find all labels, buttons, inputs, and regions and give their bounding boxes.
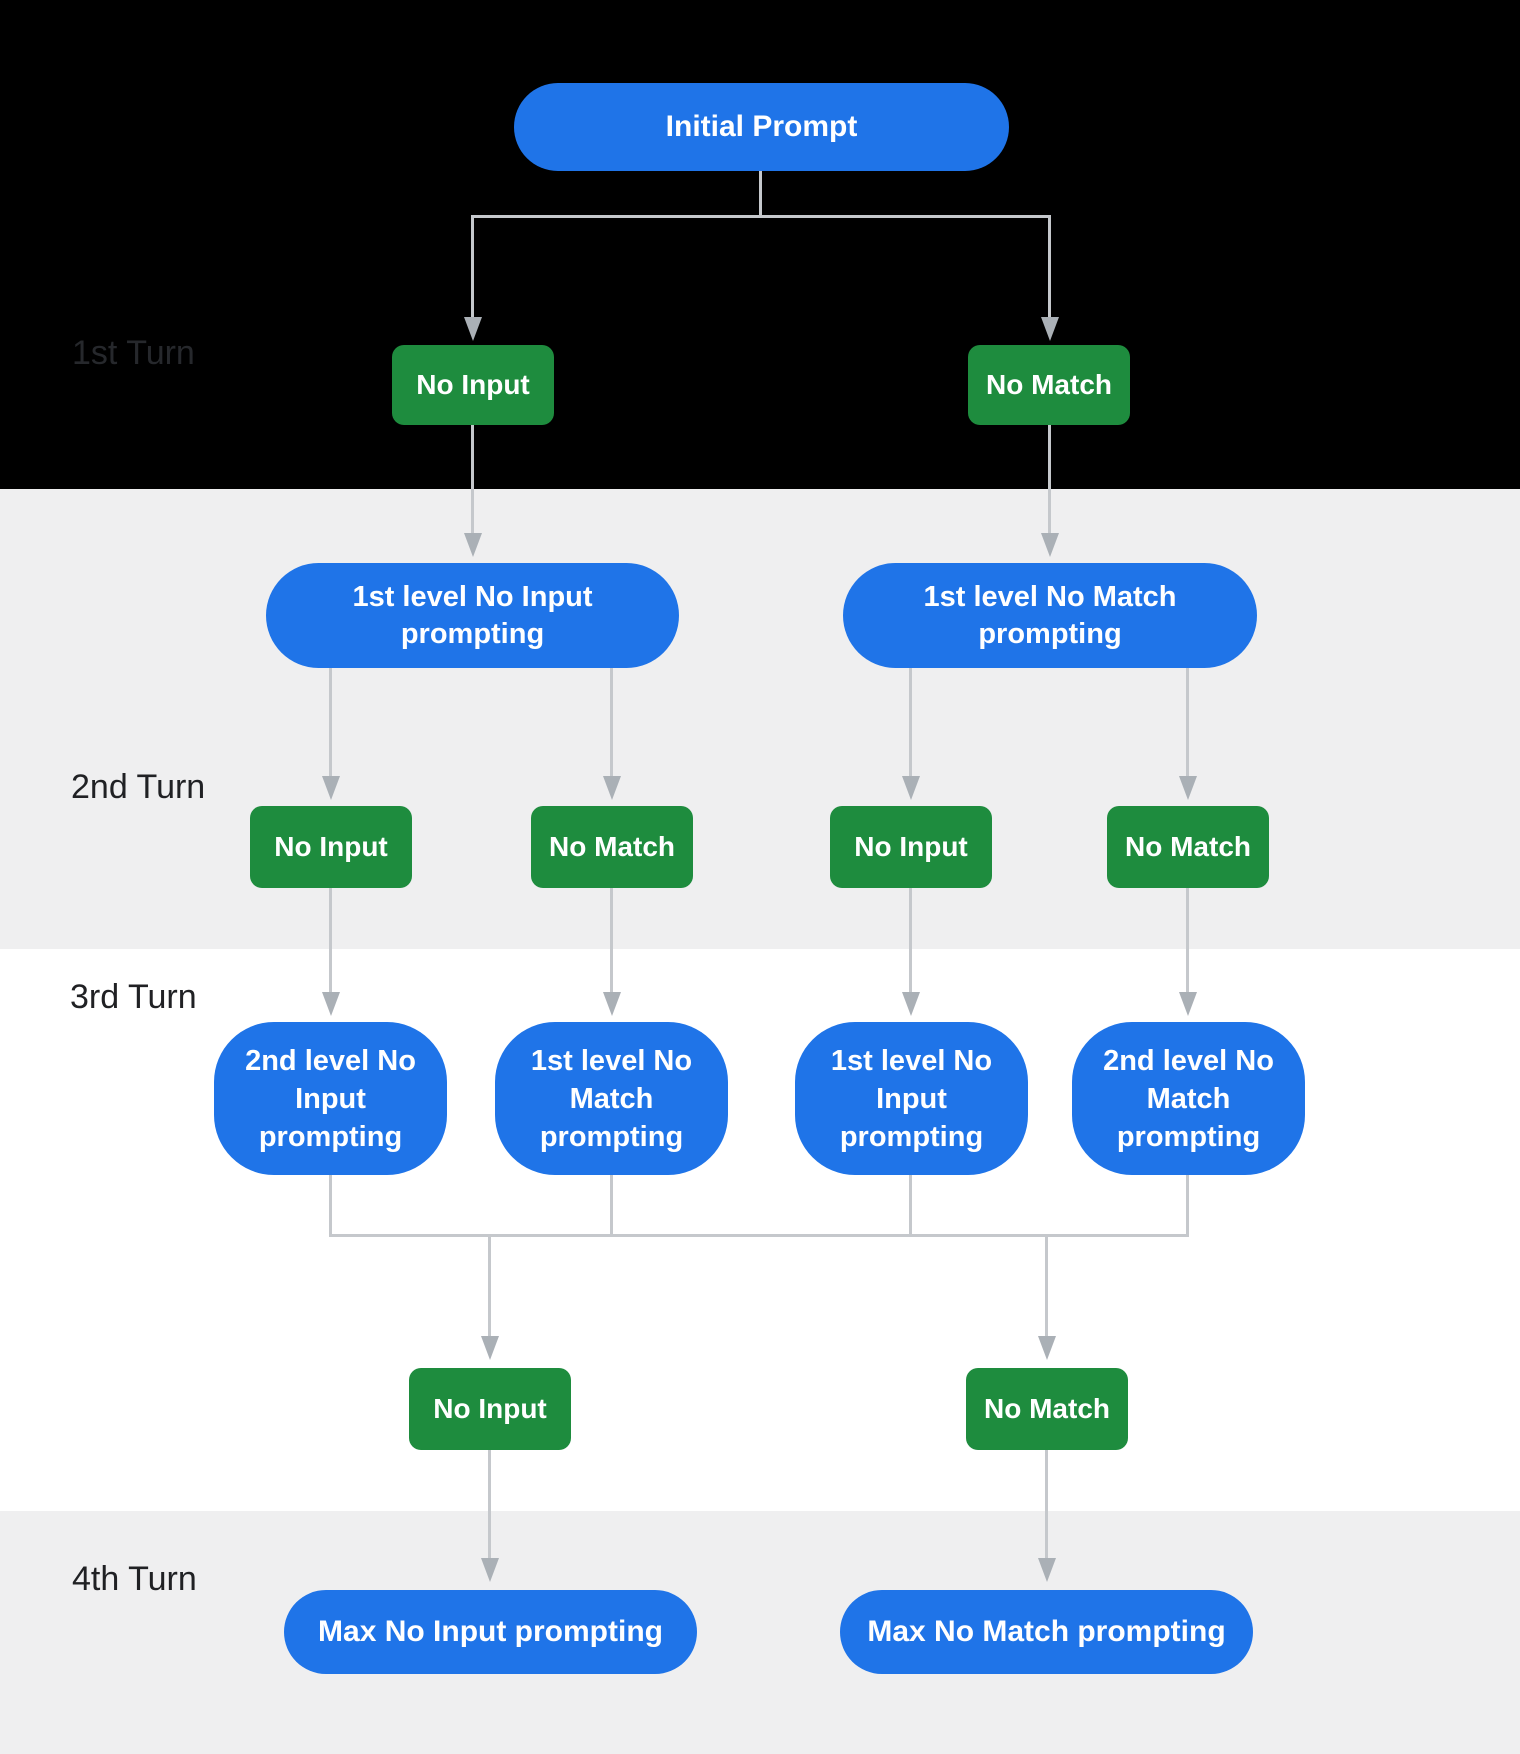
node-1st-level-no-input-prompting: 1st level No Input prompting [266,563,679,668]
arrowhead-icon [481,1336,499,1360]
node-2nd-level-no-input-prompting: 2nd level No Input prompting [214,1022,447,1175]
node-1st-level-no-match-prompting: 1st level No Match prompting [843,563,1257,668]
connector-merge-bus [329,1234,1189,1237]
node-max-no-match-prompting: Max No Match prompting [840,1590,1253,1674]
turn-label-3rd: 3rd Turn [70,978,197,1016]
turn-label-1st: 1st Turn [72,334,195,372]
connector-line [1186,1175,1189,1237]
band-turn4-background [0,1511,1520,1754]
node-turn1-no-match: No Match [968,345,1130,425]
arrowhead-icon [1041,317,1059,341]
arrowhead-icon [464,317,482,341]
connector-line [488,1450,491,1558]
connector-line [1048,215,1051,317]
connector-line [759,171,762,218]
arrowhead-icon [322,992,340,1016]
arrowhead-icon [1179,776,1197,800]
connector-line [329,888,332,992]
arrowhead-icon [603,992,621,1016]
node-turn2-no-input-2: No Input [830,806,992,888]
arrowhead-icon [481,1558,499,1582]
connector-line [610,1175,613,1237]
node-turn1-no-input: No Input [392,345,554,425]
connector-line [1048,425,1051,533]
node-1st-level-no-input-prompting-2: 1st level No Input prompting [795,1022,1028,1175]
connector-line [1186,888,1189,992]
band-turn1-background [0,0,1520,489]
connector-line [471,425,474,533]
node-turn2-no-match-1: No Match [531,806,693,888]
band-turn2-background [0,489,1520,949]
arrowhead-icon [1038,1336,1056,1360]
arrowhead-icon [464,533,482,557]
connector-line [909,668,912,776]
connector-line [1045,1450,1048,1558]
arrowhead-icon [902,776,920,800]
connector-line [329,668,332,776]
connector-line [909,888,912,992]
arrowhead-icon [902,992,920,1016]
node-2nd-level-no-match-prompting: 2nd level No Match prompting [1072,1022,1305,1175]
connector-line [1045,1234,1048,1336]
connector-line [1186,668,1189,776]
arrowhead-icon [1041,533,1059,557]
node-initial-prompt: Initial Prompt [514,83,1009,171]
turn-label-4th: 4th Turn [72,1560,197,1598]
arrowhead-icon [322,776,340,800]
connector-line [471,215,1051,218]
node-turn2-no-input-1: No Input [250,806,412,888]
connector-line [329,1175,332,1237]
connector-line [471,215,474,317]
connector-line [610,888,613,992]
arrowhead-icon [1038,1558,1056,1582]
band-turn3-background [0,949,1520,1511]
node-turn2-no-match-2: No Match [1107,806,1269,888]
node-max-no-input-prompting: Max No Input prompting [284,1590,697,1674]
arrowhead-icon [603,776,621,800]
connector-line [909,1175,912,1237]
node-turn3-no-input: No Input [409,1368,571,1450]
turn-label-2nd: 2nd Turn [71,768,206,806]
connector-line [488,1234,491,1336]
connector-line [610,668,613,776]
node-turn3-no-match: No Match [966,1368,1128,1450]
arrowhead-icon [1179,992,1197,1016]
node-1st-level-no-match-prompting-2: 1st level No Match prompting [495,1022,728,1175]
